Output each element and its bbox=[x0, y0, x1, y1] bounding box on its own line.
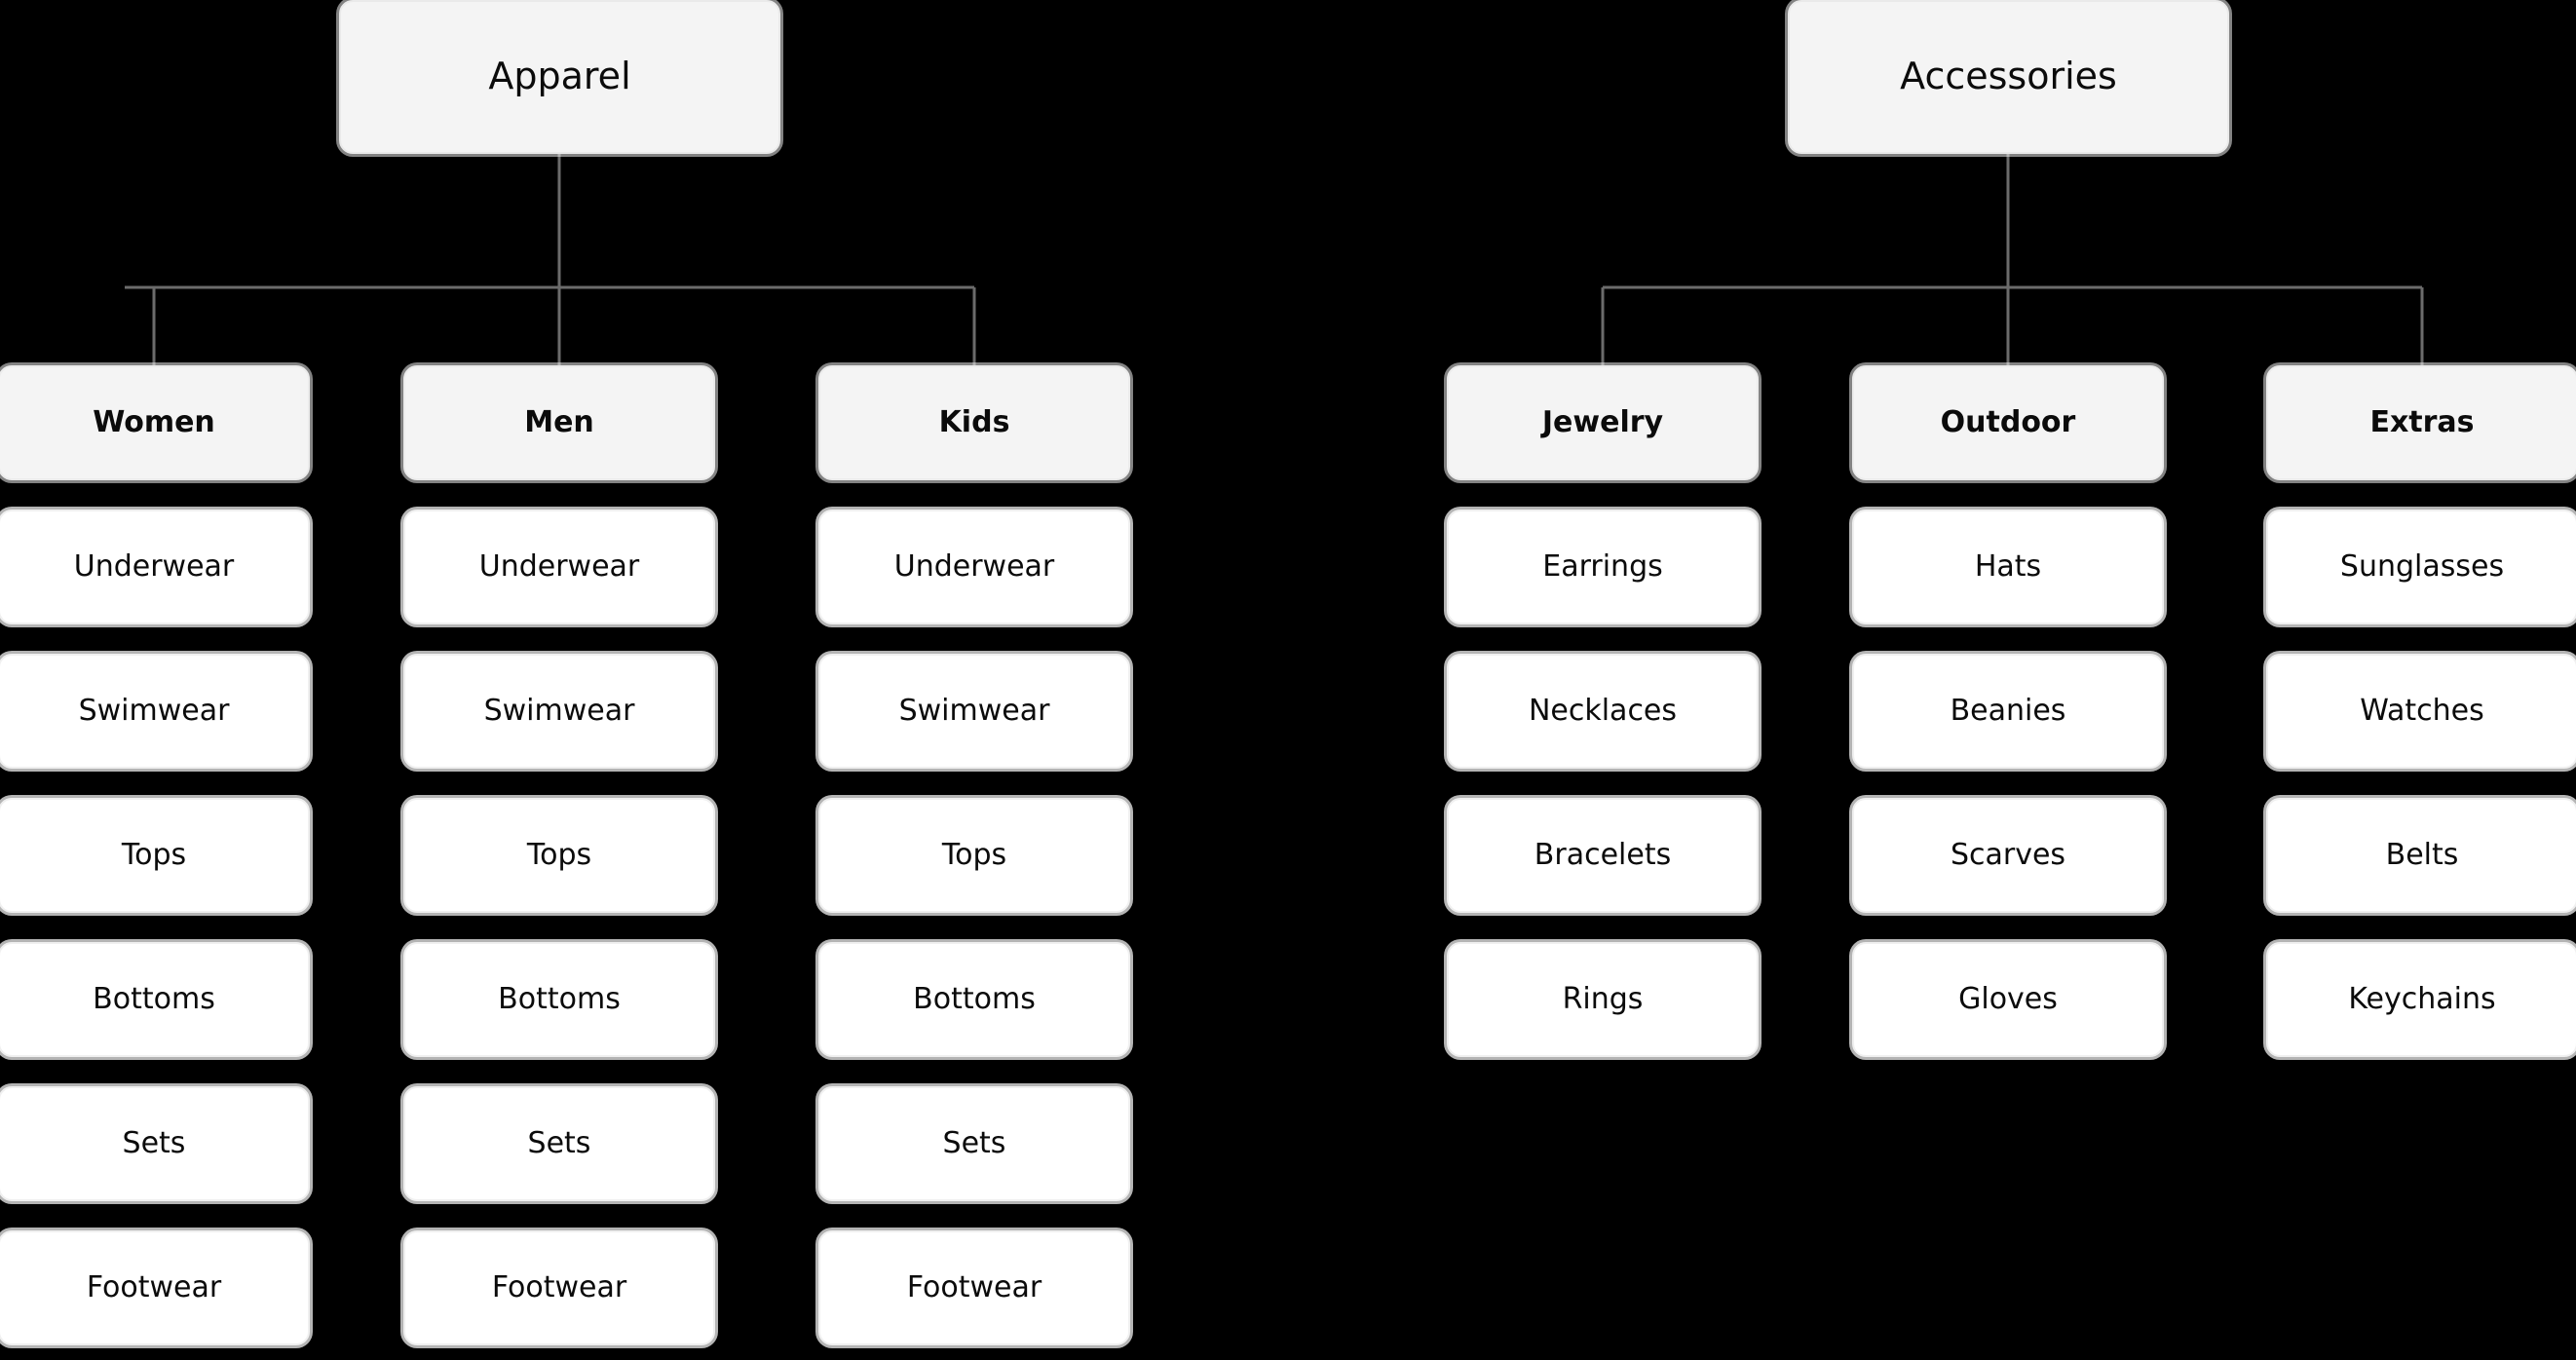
leaf-node-jewelry-2-label: Bracelets bbox=[1534, 837, 1672, 872]
leaf-node-extras-1[interactable]: Watches bbox=[2266, 654, 2576, 769]
root-node-accessories-label: Accessories bbox=[1900, 55, 2117, 98]
category-node-men[interactable]: Men bbox=[403, 365, 715, 480]
leaf-node-women-1-label: Swimwear bbox=[78, 693, 230, 728]
leaf-node-men-0[interactable]: Underwear bbox=[403, 510, 715, 624]
leaf-node-jewelry-1-label: Necklaces bbox=[1528, 693, 1678, 728]
leaf-node-extras-3-label: Keychains bbox=[2348, 981, 2496, 1016]
root-node-apparel-label: Apparel bbox=[488, 55, 631, 98]
category-node-outdoor[interactable]: Outdoor bbox=[1852, 365, 2164, 480]
category-node-extras[interactable]: Extras bbox=[2266, 365, 2576, 480]
leaf-node-kids-3[interactable]: Bottoms bbox=[818, 942, 1130, 1057]
leaf-node-women-2[interactable]: Tops bbox=[0, 798, 310, 913]
leaf-node-kids-5-label: Footwear bbox=[906, 1269, 1042, 1304]
leaf-node-men-1-label: Swimwear bbox=[483, 693, 635, 728]
category-node-jewelry-label: Jewelry bbox=[1541, 404, 1664, 439]
leaf-node-outdoor-0[interactable]: Hats bbox=[1852, 510, 2164, 624]
leaf-node-women-4[interactable]: Sets bbox=[0, 1086, 310, 1201]
root-node-apparel[interactable]: Apparel bbox=[339, 0, 780, 154]
category-node-men-label: Men bbox=[524, 404, 594, 439]
category-node-kids[interactable]: Kids bbox=[818, 365, 1130, 480]
leaf-node-extras-1-label: Watches bbox=[2360, 693, 2484, 728]
category-node-outdoor-label: Outdoor bbox=[1940, 404, 2076, 439]
leaf-node-outdoor-1[interactable]: Beanies bbox=[1852, 654, 2164, 769]
leaf-node-men-4[interactable]: Sets bbox=[403, 1086, 715, 1201]
leaf-node-outdoor-2[interactable]: Scarves bbox=[1852, 798, 2164, 913]
leaf-node-kids-4[interactable]: Sets bbox=[818, 1086, 1130, 1201]
leaf-node-men-4-label: Sets bbox=[527, 1125, 591, 1160]
leaf-node-women-2-label: Tops bbox=[121, 837, 187, 872]
leaf-node-jewelry-2[interactable]: Bracelets bbox=[1447, 798, 1759, 913]
leaf-node-kids-0-label: Underwear bbox=[893, 548, 1055, 584]
leaf-node-kids-2[interactable]: Tops bbox=[818, 798, 1130, 913]
leaf-node-women-1[interactable]: Swimwear bbox=[0, 654, 310, 769]
category-node-women-label: Women bbox=[93, 404, 215, 439]
leaf-node-women-5[interactable]: Footwear bbox=[0, 1230, 310, 1345]
leaf-node-extras-0-label: Sunglasses bbox=[2339, 548, 2505, 584]
leaf-node-women-4-label: Sets bbox=[122, 1125, 186, 1160]
leaf-node-extras-2-label: Belts bbox=[2385, 837, 2459, 872]
leaf-node-extras-3[interactable]: Keychains bbox=[2266, 942, 2576, 1057]
leaf-node-outdoor-0-label: Hats bbox=[1974, 548, 2042, 584]
root-node-accessories[interactable]: Accessories bbox=[1788, 0, 2229, 154]
leaf-node-women-0[interactable]: Underwear bbox=[0, 510, 310, 624]
leaf-node-jewelry-0[interactable]: Earrings bbox=[1447, 510, 1759, 624]
leaf-node-men-3[interactable]: Bottoms bbox=[403, 942, 715, 1057]
leaf-node-men-5[interactable]: Footwear bbox=[403, 1230, 715, 1345]
leaf-node-kids-5[interactable]: Footwear bbox=[818, 1230, 1130, 1345]
leaf-node-jewelry-0-label: Earrings bbox=[1542, 548, 1663, 584]
leaf-node-extras-2[interactable]: Belts bbox=[2266, 798, 2576, 913]
leaf-node-men-2-label: Tops bbox=[526, 837, 592, 872]
leaf-node-women-5-label: Footwear bbox=[86, 1269, 222, 1304]
leaf-node-kids-4-label: Sets bbox=[942, 1125, 1006, 1160]
leaf-node-kids-0[interactable]: Underwear bbox=[818, 510, 1130, 624]
leaf-node-outdoor-1-label: Beanies bbox=[1950, 693, 2066, 728]
leaf-node-extras-0[interactable]: Sunglasses bbox=[2266, 510, 2576, 624]
leaf-node-men-2[interactable]: Tops bbox=[403, 798, 715, 913]
category-node-kids-label: Kids bbox=[938, 404, 1010, 439]
leaf-node-men-3-label: Bottoms bbox=[498, 981, 621, 1016]
leaf-node-jewelry-3[interactable]: Rings bbox=[1447, 942, 1759, 1057]
category-node-women[interactable]: Women bbox=[0, 365, 310, 480]
category-node-jewelry[interactable]: Jewelry bbox=[1447, 365, 1759, 480]
leaf-node-men-1[interactable]: Swimwear bbox=[403, 654, 715, 769]
category-node-extras-label: Extras bbox=[2369, 404, 2475, 439]
leaf-node-kids-1[interactable]: Swimwear bbox=[818, 654, 1130, 769]
leaf-node-kids-3-label: Bottoms bbox=[913, 981, 1036, 1016]
leaf-node-jewelry-1[interactable]: Necklaces bbox=[1447, 654, 1759, 769]
leaf-node-kids-2-label: Tops bbox=[941, 837, 1007, 872]
leaf-node-women-3[interactable]: Bottoms bbox=[0, 942, 310, 1057]
leaf-node-outdoor-3-label: Gloves bbox=[1958, 981, 2058, 1016]
leaf-node-men-5-label: Footwear bbox=[491, 1269, 627, 1304]
leaf-node-kids-1-label: Swimwear bbox=[898, 693, 1050, 728]
leaf-node-jewelry-3-label: Rings bbox=[1562, 981, 1644, 1016]
leaf-node-outdoor-2-label: Scarves bbox=[1950, 837, 2066, 872]
leaf-node-men-0-label: Underwear bbox=[478, 548, 640, 584]
leaf-node-women-0-label: Underwear bbox=[73, 548, 235, 584]
leaf-node-women-3-label: Bottoms bbox=[93, 981, 215, 1016]
leaf-node-outdoor-3[interactable]: Gloves bbox=[1852, 942, 2164, 1057]
